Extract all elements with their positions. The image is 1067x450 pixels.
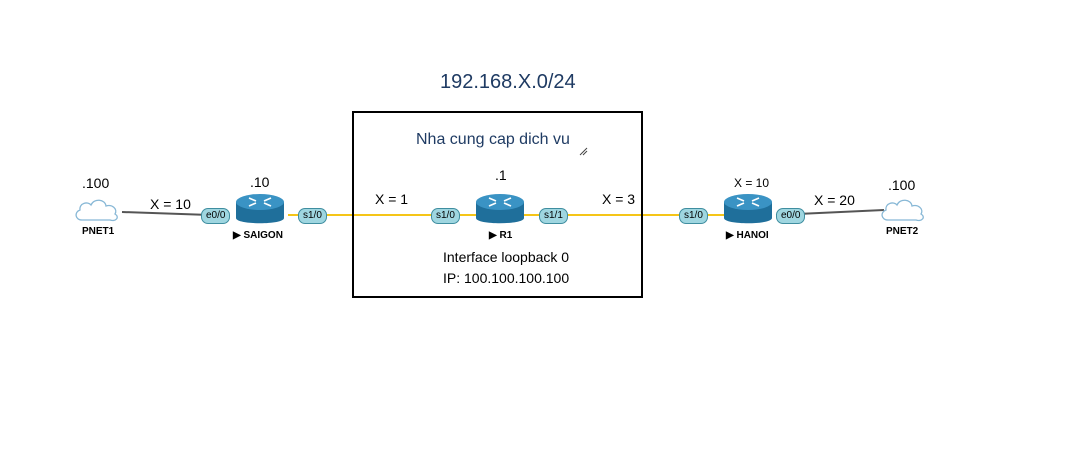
hanoi-name: ▶ HANOI — [726, 230, 769, 241]
hanoi-name-text: HANOI — [736, 230, 769, 241]
hanoi-router-icon[interactable] — [722, 190, 774, 230]
provider-box-title: Nha cung cap dich vu — [416, 131, 570, 148]
play-icon: ▶ — [489, 230, 497, 241]
r1-s10-interface[interactable]: s1/0 — [431, 208, 460, 224]
pnet1-host-label: .100 — [82, 175, 110, 191]
hanoi-host-label: X = 10 — [734, 176, 770, 190]
subnet-title: 192.168.X.0/24 — [440, 71, 576, 93]
provider-box[interactable] — [352, 111, 643, 298]
play-icon: ▶ — [233, 230, 241, 241]
r1-router-icon[interactable] — [474, 190, 526, 230]
hanoi-e0-interface[interactable]: e0/0 — [776, 208, 806, 224]
saigon-e0-interface[interactable]: e0/0 — [201, 208, 231, 224]
link-label-pnet1-saigon: X = 10 — [150, 196, 191, 212]
r1-s11-interface[interactable]: s1/1 — [539, 208, 568, 224]
link-label-hanoi-pnet2: X = 20 — [814, 192, 855, 208]
saigon-name-text: SAIGON — [243, 230, 283, 241]
link-label-saigon-r1: X = 1 — [375, 191, 409, 207]
pnet2-name: PNET2 — [886, 226, 919, 237]
saigon-router-icon[interactable] — [234, 190, 286, 230]
r1-name: ▶ R1 — [489, 230, 512, 241]
saigon-host-label: .10 — [250, 174, 270, 190]
pnet1-cloud-icon[interactable] — [72, 195, 122, 225]
resize-grip-icon[interactable] — [579, 147, 588, 156]
pnet2-host-label: .100 — [888, 177, 916, 193]
pnet2-cloud-icon[interactable] — [878, 195, 928, 225]
saigon-s1-interface[interactable]: s1/0 — [298, 208, 327, 224]
hanoi-s1-interface[interactable]: s1/0 — [679, 208, 708, 224]
pnet1-name: PNET1 — [82, 226, 115, 237]
saigon-name: ▶ SAIGON — [233, 230, 283, 241]
loopback-label: Interface loopback 0 — [443, 249, 570, 265]
r1-name-text: R1 — [499, 230, 513, 241]
play-icon: ▶ — [726, 230, 734, 241]
link-pnet1-saigon — [121, 211, 211, 216]
link-label-r1-hanoi: X = 3 — [602, 191, 636, 207]
loopback-ip: IP: 100.100.100.100 — [443, 270, 570, 286]
r1-host-label: .1 — [495, 167, 507, 183]
